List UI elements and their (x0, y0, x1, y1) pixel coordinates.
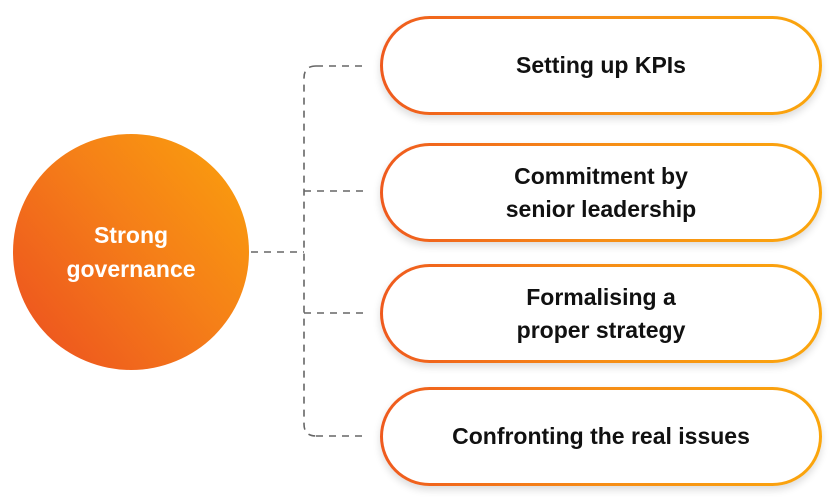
item-label: Setting up KPIs (516, 52, 686, 78)
hub-circle: Strong governance (13, 134, 249, 370)
item-setting-up-kpis: Setting up KPIs (380, 16, 822, 115)
item-label: Formalising a proper strategy (516, 283, 686, 343)
item-commitment-by-senior-leadership: Commitment by senior leadership (380, 143, 822, 242)
item-label: Confronting the real issues (452, 423, 750, 449)
hub-label: Strong governance (66, 222, 196, 282)
item-confronting-real-issues: Confronting the real issues (380, 387, 822, 486)
item-formalising-proper-strategy: Formalising a proper strategy (380, 264, 822, 363)
item-label: Commitment by senior leadership (505, 162, 697, 222)
connector-spine (303, 65, 317, 437)
